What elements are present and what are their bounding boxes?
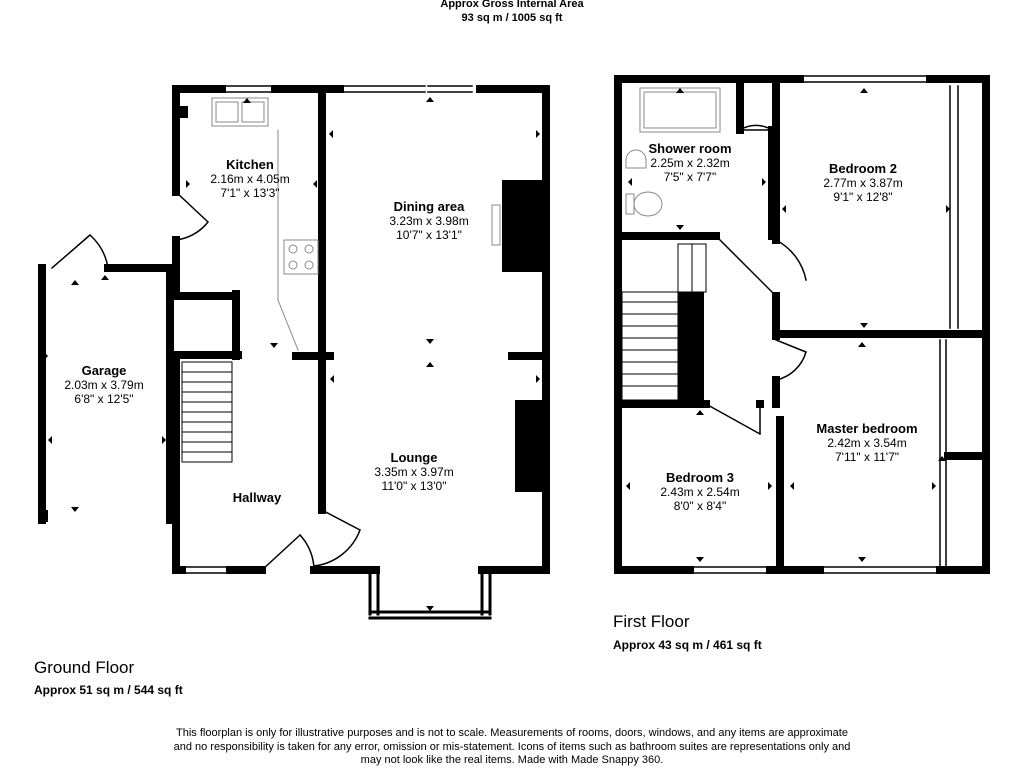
- disclaimer-line-1: This floorplan is only for illustrative …: [176, 727, 848, 739]
- ground-floor-walls: [38, 85, 550, 574]
- room-label-master: Master bedroom 2.42m x 3.54m 7'11" x 11'…: [787, 421, 947, 465]
- room-metric: 2.03m x 3.79m: [64, 378, 144, 392]
- room-imperial: 8'0" x 8'4": [673, 499, 727, 513]
- kitchen-fixtures: [211, 97, 501, 351]
- disclaimer-line-2: and no responsibility is taken for any e…: [173, 740, 851, 753]
- room-name: Hallway: [232, 490, 282, 505]
- room-label-bedroom2: Bedroom 2 2.77m x 3.87m 9'1" x 12'8": [783, 161, 943, 205]
- gross-area-value: 93 sq m / 1005 sq ft: [461, 12, 563, 24]
- room-metric: 3.35m x 3.97m: [374, 465, 454, 479]
- room-imperial: 9'1" x 12'8": [833, 190, 893, 204]
- room-name: Kitchen: [226, 157, 274, 172]
- ground-stairs: [181, 361, 233, 463]
- room-label-bedroom3: Bedroom 3 2.43m x 2.54m 8'0" x 8'4": [620, 470, 780, 514]
- disclaimer: This floorplan is only for illustrative …: [120, 727, 904, 768]
- room-imperial: 7'5" x 7'7": [663, 170, 717, 184]
- room-imperial: 6'8" x 12'5": [74, 392, 134, 406]
- first-floor-walls: [614, 75, 990, 574]
- first-stairs: [621, 243, 707, 401]
- room-label-hallway: Hallway: [177, 491, 337, 505]
- room-metric: 3.23m x 3.98m: [389, 214, 469, 228]
- room-metric: 2.77m x 3.87m: [823, 176, 903, 190]
- dimension-markers: [44, 88, 950, 611]
- room-name: Dining area: [393, 199, 465, 214]
- room-label-dining: Dining area 3.23m x 3.98m 10'7" x 13'1": [349, 199, 509, 243]
- room-metric: 2.16m x 4.05m: [210, 172, 290, 186]
- room-metric: 2.43m x 2.54m: [660, 485, 740, 499]
- room-label-kitchen: Kitchen 2.16m x 4.05m 7'1" x 13'3": [170, 157, 330, 201]
- first-floor-area: Approx 43 sq m / 461 sq ft: [613, 638, 762, 652]
- first-floor-title: First Floor: [613, 612, 690, 631]
- room-imperial: 7'1" x 13'3": [220, 186, 280, 200]
- room-label-lounge: Lounge 3.35m x 3.97m 11'0" x 13'0": [334, 450, 494, 494]
- room-name: Bedroom 3: [666, 470, 734, 485]
- room-name: Shower room: [648, 141, 732, 156]
- room-name: Lounge: [390, 450, 438, 465]
- room-name: Bedroom 2: [829, 161, 897, 176]
- room-name: Garage: [81, 363, 127, 378]
- room-imperial: 7'11" x 11'7": [834, 450, 900, 464]
- room-metric: 2.42m x 3.54m: [827, 436, 907, 450]
- room-label-shower: Shower room 2.25m x 2.32m 7'5" x 7'7": [610, 141, 770, 185]
- room-metric: 2.25m x 2.32m: [650, 156, 730, 170]
- ground-floor-title: Ground Floor: [34, 658, 135, 677]
- room-imperial: 10'7" x 13'1": [396, 228, 462, 242]
- ground-floor-area: Approx 51 sq m / 544 sq ft: [34, 683, 183, 697]
- gross-area-title: Approx Gross Internal Area: [440, 0, 584, 10]
- room-name: Master bedroom: [816, 421, 918, 436]
- room-label-garage: Garage 2.03m x 3.79m 6'8" x 12'5": [24, 363, 184, 407]
- disclaimer-line-3: may not look like the real items. Made w…: [360, 754, 664, 766]
- room-imperial: 11'0" x 13'0": [381, 479, 447, 493]
